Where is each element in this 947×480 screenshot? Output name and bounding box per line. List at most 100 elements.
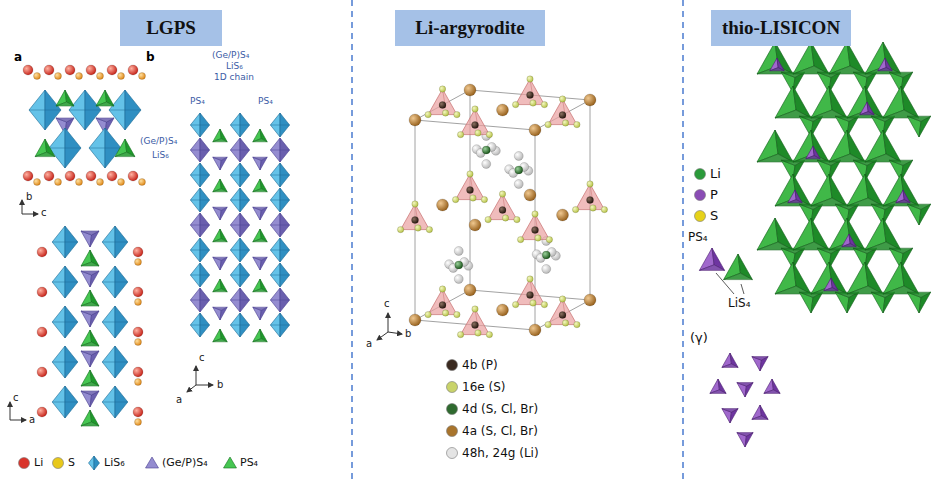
atom-sphere — [514, 152, 523, 161]
structure-label: PS₄ — [688, 230, 708, 244]
axis-arrow — [22, 214, 38, 215]
tetrahedron — [213, 157, 227, 160]
tetrahedron — [81, 422, 99, 426]
atom-sphere — [530, 100, 536, 106]
octahedron-edge — [102, 242, 128, 243]
octahedron-edge — [270, 200, 289, 201]
axis-label: a — [176, 394, 182, 406]
legend-swatch — [444, 423, 460, 439]
tetrahedron — [907, 204, 930, 209]
atom-sphere — [442, 110, 448, 116]
octahedron-edge — [230, 175, 249, 176]
tetrahedron — [896, 200, 910, 203]
panel-divider — [682, 0, 684, 480]
axis-label: b — [217, 379, 223, 391]
tetrahedron — [115, 152, 135, 156]
atom-sphere — [590, 205, 596, 211]
legend-text: S — [68, 456, 75, 469]
atom-sphere — [439, 302, 446, 309]
tetrahedron — [907, 116, 930, 121]
atom-sphere — [472, 106, 478, 112]
atom-sphere — [118, 73, 125, 80]
atom-sphere — [545, 321, 551, 327]
atom-sphere — [65, 171, 75, 181]
axis-arrow — [196, 366, 197, 385]
unit-cell-edge — [470, 90, 590, 100]
atom-sphere — [454, 111, 460, 117]
atom-sphere — [86, 171, 96, 181]
legend-swatch — [692, 208, 708, 224]
atom-sphere — [527, 292, 534, 299]
octahedron-edge — [52, 282, 78, 283]
axis-label: b — [26, 191, 32, 203]
octahedron-edge — [29, 110, 61, 111]
octahedron-edge — [230, 125, 249, 126]
atom-sphere — [535, 235, 541, 241]
panel-header: Li-argyrodite — [395, 10, 545, 46]
octahedron-edge — [102, 282, 128, 283]
atom-sphere — [437, 199, 449, 211]
axis-label: c — [13, 392, 19, 404]
header-text: LGPS — [146, 17, 196, 39]
atom-sphere — [464, 284, 476, 296]
tetrahedron — [253, 189, 267, 192]
octahedron-edge — [230, 200, 249, 201]
octahedron-edge — [190, 150, 209, 151]
atom-sphere — [486, 131, 492, 137]
atom-sphere — [562, 320, 568, 326]
header-text: thio-LISICON — [722, 17, 840, 39]
atom-sphere — [133, 247, 143, 257]
atom-sphere — [524, 189, 536, 201]
octahedron-edge — [109, 110, 141, 111]
octahedron-edge — [190, 200, 209, 201]
phase-label: (γ) — [690, 330, 708, 346]
tetrahedron — [81, 311, 99, 315]
atom-sphere — [545, 121, 551, 127]
legend-swatch — [692, 166, 708, 182]
atom-sphere — [584, 94, 596, 106]
octahedron-edge — [102, 362, 128, 363]
legend-swatch — [16, 455, 32, 471]
structure-label: LiS₄ — [728, 296, 750, 310]
tetrahedron — [81, 382, 99, 386]
axis-arrow — [377, 332, 388, 340]
atom-sphere — [128, 65, 138, 75]
octahedron-edge — [230, 250, 249, 251]
tetrahedron — [788, 200, 802, 203]
atom-sphere — [574, 121, 580, 127]
atom-sphere — [397, 226, 403, 232]
atom-sphere — [470, 195, 476, 201]
octahedron-edge — [52, 242, 78, 243]
tetrahedron — [889, 72, 912, 77]
atom-sphere — [499, 207, 506, 214]
atom-sphere — [517, 236, 523, 242]
atom-sphere — [107, 65, 117, 75]
tetrahedron — [213, 257, 227, 260]
atom-sphere — [133, 407, 143, 417]
tetrahedron — [35, 152, 55, 156]
atom-sphere — [23, 65, 33, 75]
atom-sphere — [475, 330, 481, 336]
atom-sphere — [97, 179, 104, 186]
axis-arrow — [388, 332, 402, 334]
legend-text: S — [710, 208, 718, 224]
axis-arrow — [187, 385, 196, 392]
tetrahedron — [56, 118, 74, 122]
atom-sphere — [452, 196, 458, 202]
octahedron-edge — [270, 175, 289, 176]
tetrahedron — [253, 207, 267, 210]
tetrahedron — [56, 102, 74, 106]
octahedron-edge — [230, 150, 249, 151]
ps4-tetrahedron — [461, 309, 490, 335]
unit-cell-edge — [415, 320, 535, 330]
atom-sphere — [455, 261, 463, 269]
axis-label: a — [29, 414, 35, 426]
octahedron-edge — [52, 362, 78, 363]
axis-arrow — [10, 420, 26, 421]
legend-octahedron — [94, 456, 100, 470]
structure-label: LiS₆ — [226, 61, 243, 72]
atom-sphere — [527, 76, 533, 82]
octahedron-edge — [89, 148, 121, 149]
atom-sphere — [97, 73, 104, 80]
panel-header: LGPS — [120, 10, 222, 46]
